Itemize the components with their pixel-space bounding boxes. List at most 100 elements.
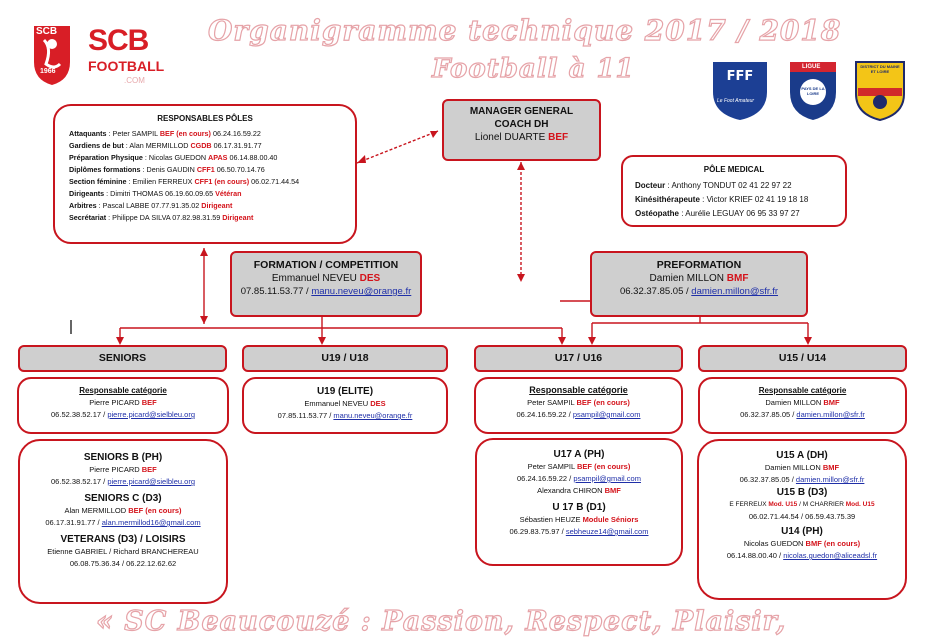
club-logo-word: FOOTBALL	[88, 58, 165, 74]
formation-box: FORMATION / COMPETITION Emmanuel NEVEU D…	[230, 251, 422, 317]
seniors-team-person: Etienne GABRIEL / Richard BRANCHEREAU	[20, 546, 226, 558]
u17b-email-link[interactable]: sebheuze14@gmail.com	[565, 527, 649, 536]
u15a-person: Damien MILLON BMF	[699, 462, 905, 474]
u14-badge: BMF (en cours)	[805, 539, 861, 548]
poles-row-badge: CFF1 (en cours)	[194, 177, 250, 186]
u17b-title: U 17 B (D1)	[552, 502, 606, 513]
u17a-phone: 06.24.16.59.22 /	[517, 474, 574, 483]
poles-row-role: Attaquants	[69, 129, 107, 138]
u19-team-title: U19 (ELITE)	[316, 386, 374, 397]
u14-person: Nicolas GUEDON BMF (en cours)	[699, 538, 905, 550]
seniors-team-title: SENIORS C (D3)	[84, 493, 162, 504]
u14-title: U14 (PH)	[781, 526, 823, 537]
seniors-resp-contact: 06.52.38.52.17 / pierre.picard@sielbleu.…	[19, 409, 227, 421]
poles-row: Attaquants : Peter SAMPIL BEF (en cours)…	[69, 129, 261, 138]
preformation-contact: 06.32.37.85.05 / damien.millon@sfr.fr	[592, 285, 806, 298]
medical-list: Docteur : Anthony TONDUT 02 41 22 97 22 K…	[635, 179, 808, 221]
u15-resp-label: Responsable catégorie	[758, 386, 847, 395]
u14-phone: 06.14.88.00.40 /	[726, 551, 784, 560]
seniors-header: SENIORS	[18, 345, 227, 372]
poles-row-person: Denis GAUDIN	[146, 165, 195, 174]
u17-teams-card: U17 A (PH) Peter SAMPIL BEF (en cours) 0…	[475, 438, 683, 566]
formation-phone: 07.85.11.53.77 /	[240, 286, 312, 297]
ligue-logo-region: PAYS DE LA LOIRE	[801, 86, 825, 96]
seniors-resp-email-link[interactable]: pierre.picard@sielbleu.org	[107, 410, 195, 419]
u17-resp-email-link[interactable]: psampil@gmail.com	[572, 410, 641, 419]
medical-row-person: Anthony TONDUT 02 41 22 97 22	[671, 181, 792, 190]
u17b-name: Sébastien HEUZE	[519, 515, 581, 524]
medical-row-role: Docteur	[635, 181, 666, 190]
u15a-email-link[interactable]: damien.millon@sfr.fr	[795, 475, 865, 484]
seniors-team-contact: 06.52.38.52.17 / pierre.picard@sielbleu.…	[20, 476, 226, 488]
seniors-team-contact: 06.08.75.36.34 / 06.22.12.62.62	[20, 558, 226, 570]
formation-title: FORMATION / COMPETITION	[253, 259, 399, 271]
preformation-email-link[interactable]: damien.millon@sfr.fr	[691, 286, 779, 297]
club-logo-domain: .COM	[124, 76, 145, 85]
u19-badge: DES	[370, 399, 386, 408]
u19-card: U19 (ELITE) Emmanuel NEVEU DES 07.85.11.…	[242, 377, 448, 434]
poles-row-phone: 06.14.88.00.40	[229, 153, 278, 162]
medical-row: Ostéopathe : Aurélie LEGUAY 06 95 33 97 …	[635, 209, 800, 218]
u17a-person: Peter SAMPIL BEF (en cours)	[477, 461, 681, 473]
u17-resp-phone: 06.24.16.59.22 /	[516, 410, 573, 419]
medical-title: PÔLE MEDICAL	[703, 165, 765, 174]
u15-resp-name: Damien MILLON	[765, 398, 822, 407]
seniors-resp-person: Pierre PICARD BEF	[19, 397, 227, 409]
fff-logo-caption: Le Foot Amateur	[717, 98, 755, 104]
manager-person: Lionel DUARTE BEF	[444, 131, 599, 144]
seniors-team-email-link[interactable]: alan.mermillod16@gmail.com	[101, 518, 201, 527]
seniors-team-name: Alan MERMILLOD	[64, 506, 127, 515]
u17a-person-2: Alexandra CHIRON BMF	[477, 485, 681, 497]
poles-row-role: Gardiens de but	[69, 141, 124, 150]
seniors-team-title: VETERANS (D3) / LOISIRS	[60, 534, 186, 545]
poles-row-badge: BEF (en cours)	[159, 129, 211, 138]
u15b-badge-1: Mod. U15	[768, 501, 798, 508]
club-logo: SCB 1966 SCB FOOTBALL .COM	[32, 22, 164, 92]
u14-email-link[interactable]: nicolas.guedon@aliceadsl.fr	[783, 551, 878, 560]
formation-person: Emmanuel NEVEU DES	[232, 272, 420, 285]
district-logo: DISTRICT DU MAINE ET LOIRE	[852, 58, 908, 122]
poles-panel: RESPONSABLES PÔLES Attaquants : Peter SA…	[53, 104, 357, 244]
seniors-resp-badge: BEF	[141, 398, 157, 407]
u15-resp-email-link[interactable]: damien.millon@sfr.fr	[796, 410, 865, 419]
medical-row: Docteur : Anthony TONDUT 02 41 22 97 22	[635, 181, 792, 190]
poles-row-person: Alan MERMILLOD	[129, 141, 189, 150]
seniors-resp-phone: 06.52.38.52.17 /	[51, 410, 108, 419]
u19-contact: 07.85.11.53.77 / manu.neveu@orange.fr	[244, 410, 446, 422]
manager-name: Lionel DUARTE	[474, 132, 546, 143]
medical-row: Kinésithérapeute : Victor KRIEF 02 41 19…	[635, 195, 809, 204]
seniors-team-email-link[interactable]: pierre.picard@sielbleu.org	[107, 477, 195, 486]
u17-resp-label: Responsable catégorie	[529, 385, 628, 395]
club-logo-year: 1966	[40, 68, 56, 75]
medical-row-person: Victor KRIEF 02 41 19 18 18	[706, 195, 809, 204]
poles-row-badge: CFF1	[196, 165, 215, 174]
page-title: Organigramme technique 2017 / 2018	[207, 13, 842, 47]
fff-badge-icon: FFF	[713, 62, 767, 120]
u17b-contact: 06.29.83.75.97 / sebheuze14@gmail.com	[477, 526, 681, 538]
poles-row-role: Section féminine	[69, 177, 127, 186]
manager-badge: BEF	[548, 132, 569, 143]
page-subtitle: Football à 11	[431, 53, 635, 84]
seniors-team-phone: 06.08.75.36.34 / 06.22.12.62.62	[69, 559, 177, 568]
preformation-badge: BMF	[726, 273, 749, 284]
seniors-team-badge: BEF (en cours)	[128, 506, 182, 515]
seniors-team-person: Alan MERMILLOD BEF (en cours)	[20, 505, 226, 517]
club-logo-name: SCB	[88, 24, 149, 57]
u17a-badge: BEF (en cours)	[577, 462, 631, 471]
seniors-team-contact: 06.17.31.91.77 / alan.mermillod16@gmail.…	[20, 517, 226, 529]
poles-row: Dirigeants : Dimitri THOMAS 06.19.60.09.…	[69, 189, 242, 198]
u17-resp-person: Peter SAMPIL BEF (en cours)	[476, 397, 681, 409]
seniors-team-title: SENIORS B (PH)	[83, 452, 163, 463]
club-logo-short: SCB	[36, 26, 58, 37]
u17-resp-contact: 06.24.16.59.22 / psampil@gmail.com	[476, 409, 681, 421]
u19-email-link[interactable]: manu.neveu@orange.fr	[333, 411, 413, 420]
formation-email-link[interactable]: manu.neveu@orange.fr	[311, 286, 412, 297]
poles-row-badge: Dirigeant	[201, 201, 233, 210]
poles-row-role: Dirigeants	[69, 189, 105, 198]
preformation-phone: 06.32.37.85.05 /	[619, 286, 692, 297]
poles-row-phone: 06.02.71.44.54	[251, 177, 300, 186]
u19-header: U19 / U18	[242, 345, 448, 372]
u17a-email-link[interactable]: psampil@gmail.com	[573, 474, 641, 483]
poles-row: Arbitres : Pascal LABBE 07.77.91.35.02 D…	[69, 201, 233, 210]
